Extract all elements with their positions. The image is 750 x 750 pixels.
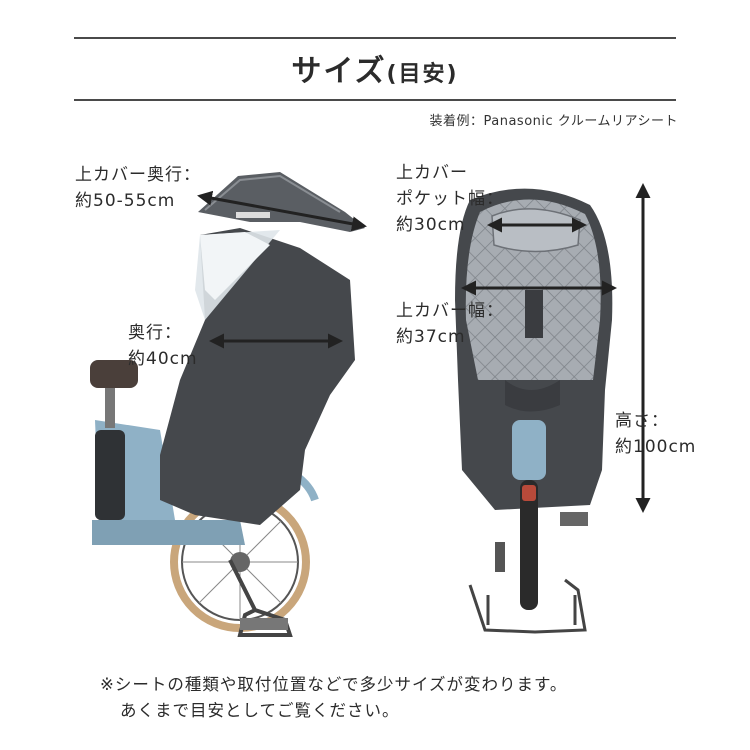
label-top-cover-width: 上カバー幅： 約37cm [396, 301, 504, 347]
arrow-top-cover-depth [197, 190, 367, 232]
label-top-cover-depth: 上カバー奥行： 約50-55cm [75, 165, 201, 211]
footnote: ※シートの種類や取付位置などで多少サイズが変わります。 あくまで目安としてご覧く… [100, 672, 567, 724]
mount-example: 装着例：Panasonic クルームリアシート [429, 114, 678, 129]
rear-view-bicycle [468, 420, 588, 634]
page-title: サイズ(目安) [0, 46, 750, 90]
side-view-bicycle [90, 360, 319, 637]
label-height: 高さ： 約100cm [615, 411, 697, 457]
title-main: サイズ [291, 54, 387, 89]
top-rule [74, 37, 676, 39]
footnote-line2: あくまで目安としてご覧ください。 [120, 701, 400, 720]
measurement-arrows [197, 183, 651, 513]
title-sub: (目安) [386, 62, 459, 87]
label-pocket-width: 上カバー ポケット幅： 約30cm [396, 163, 504, 235]
bottom-rule [74, 99, 676, 101]
footnote-line1: ※シートの種類や取付位置などで多少サイズが変わります。 [100, 675, 568, 694]
label-depth: 奥行： 約40cm [128, 323, 198, 369]
